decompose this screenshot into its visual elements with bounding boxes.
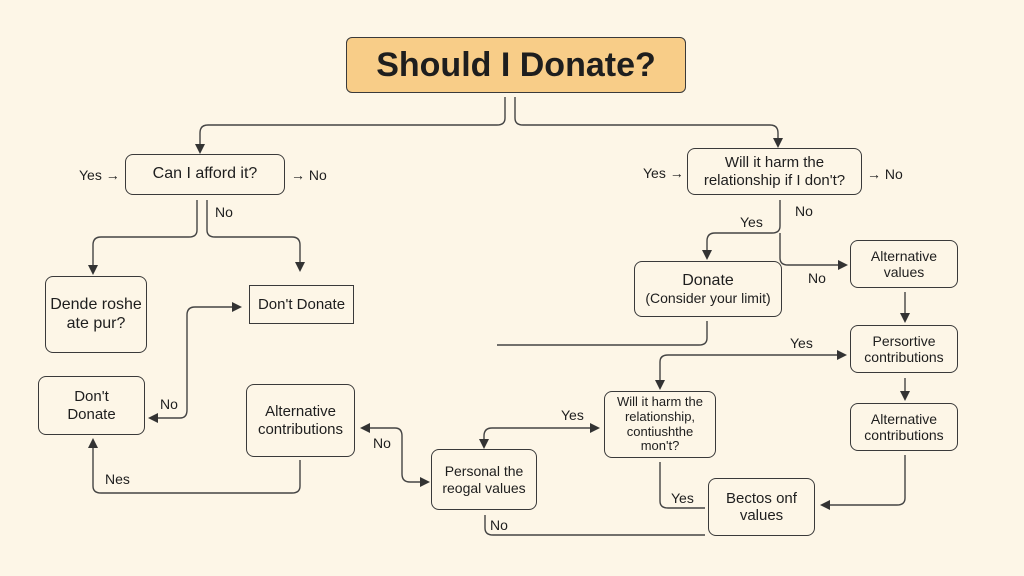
- node-alternative-contributions-left: Alternative contributions: [246, 384, 355, 457]
- edge-afford-left: [88, 200, 198, 275]
- label-afford-yes: Yes →: [79, 167, 120, 183]
- edge-no-loop: [148, 302, 242, 423]
- node-dont-donate-1: Don't Donate: [249, 285, 354, 324]
- edge-alt-to-dont: [88, 438, 301, 494]
- edge-yes-persortive: [655, 350, 847, 390]
- label-afford-down-no: No: [215, 204, 233, 220]
- node-dende: Dende roshe ate pur?: [45, 276, 147, 353]
- label-alt-values-no: No: [808, 270, 826, 286]
- label-harm-down-no: No: [795, 203, 813, 219]
- edge-afford-right: [206, 200, 305, 272]
- donate-subtitle: (Consider your limit): [645, 290, 771, 307]
- label-harm-no: → No: [867, 166, 903, 182]
- label-persortive-yes: Yes: [790, 335, 813, 351]
- edge-harm-no: [779, 233, 848, 270]
- node-personal-values: Personal the reogal values: [431, 449, 537, 510]
- edge-harm2-bottom: [659, 462, 705, 509]
- node-bectos: Bectos onf values: [708, 478, 815, 536]
- node-persortive-contributions: Persortive contributions: [850, 325, 958, 373]
- node-alternative-contributions-right: Alternative contributions: [850, 403, 958, 451]
- edge-altright-bectos: [820, 455, 906, 510]
- node-can-i-afford: Can I afford it?: [125, 154, 285, 195]
- edge-donate-bottom: [497, 321, 708, 346]
- edge-title-right: [514, 97, 783, 148]
- donate-title: Donate: [682, 271, 734, 289]
- page-title: Should I Donate?: [346, 37, 686, 93]
- edge-harm-yes: [702, 200, 781, 260]
- node-will-it-harm-2: Will it harm the relationship, contiusht…: [604, 391, 716, 458]
- label-left-nes: Nes: [105, 471, 130, 487]
- node-alternative-values: Alternative values: [850, 240, 958, 288]
- edge-harm2-personal: [479, 423, 600, 449]
- label-harm-yes: Yes →: [643, 165, 684, 181]
- edge-alt-personal: [360, 423, 430, 487]
- edge-title-left: [195, 97, 506, 154]
- label-alt-no: No: [373, 435, 391, 451]
- node-dont-donate-2: Don't Donate: [38, 376, 145, 435]
- label-harm-down-yes: Yes: [740, 214, 763, 230]
- label-left-no: No: [160, 396, 178, 412]
- node-will-it-harm: Will it harm the relationship if I don't…: [687, 148, 862, 195]
- node-donate: Donate (Consider your limit): [634, 261, 782, 317]
- label-harm2-yes: Yes: [561, 407, 584, 423]
- edge-personal-bottom: [484, 515, 705, 536]
- label-personal-no: No: [490, 517, 508, 533]
- label-afford-no: → No: [291, 167, 327, 183]
- label-harm2-down-yes: Yes: [671, 490, 694, 506]
